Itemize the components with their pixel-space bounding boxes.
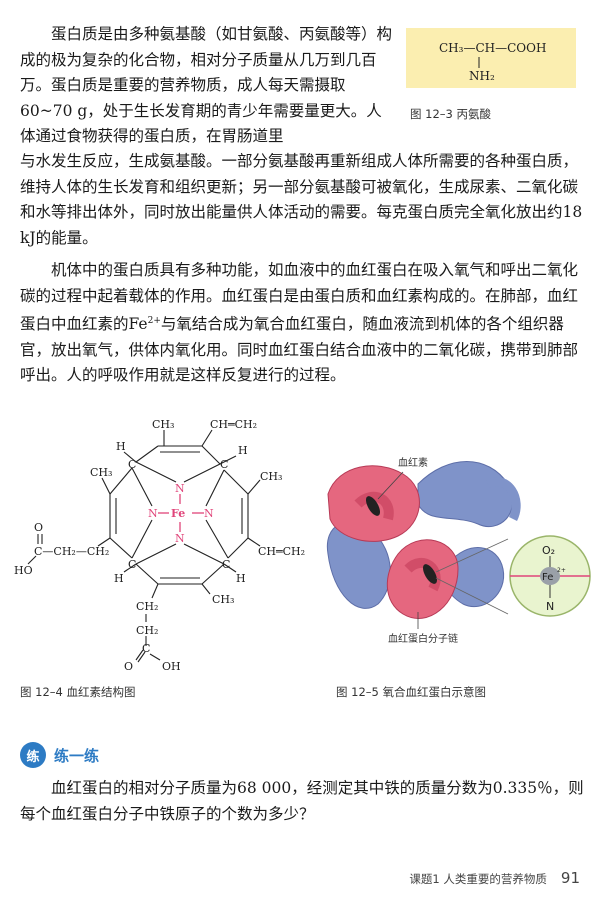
label-vinyl-right: CH═CH₂ xyxy=(258,545,305,558)
alanine-formula-top: CH₃—CH—COOH xyxy=(439,41,546,55)
fig4-caption: 图 12–4 血红素结构图 xyxy=(20,685,136,699)
paragraph-hemoglobin: 机体中的蛋白质具有多种功能，如血液中的血红蛋白在吸入氧气和呼出二氧化碳的过程中起… xyxy=(20,258,590,389)
page-footer: 课题1 人类重要的营养物质 91 xyxy=(409,869,580,887)
label-c-acid: C xyxy=(142,642,150,655)
label-h-bottomright: H xyxy=(236,572,246,585)
exercise-question: 血红蛋白的相对分子质量为68 000，经测定其中铁的质量分数为0.335％，则每… xyxy=(20,779,584,823)
label-c-bottomright: C xyxy=(222,558,230,571)
label-fe-charge: 2+ xyxy=(557,567,566,574)
alanine-formula-amine: NH₂ xyxy=(469,69,495,83)
label-o-left: O xyxy=(34,521,43,534)
label-n-right: N xyxy=(204,507,214,520)
label-ch2-a: CH₂ xyxy=(136,600,158,613)
heme-bonds xyxy=(27,429,261,663)
heme-disks xyxy=(366,496,437,584)
fe-atom xyxy=(540,567,560,585)
zoom-line-top xyxy=(435,538,509,573)
label-n-top: N xyxy=(175,482,185,495)
fig5-caption: 图 12–5 氧合血红蛋白示意图 xyxy=(336,685,487,699)
paragraph-hemoglobin-pre: 机体中的蛋白质具有多种功能，如血液中的血红蛋白在吸入氧气和呼出二氧化碳的过程中起… xyxy=(20,261,579,334)
hb-blue-chains xyxy=(326,461,521,609)
alanine-structure: CH₃—CH—COOH NH₂ xyxy=(439,41,546,83)
paragraph-protein-intro-cont: 与水发生反应，生成氨基酸。一部分氨基酸再重新组成人体所需要的各种蛋白质，维持人体… xyxy=(20,152,583,247)
label-ch2-b: CH₂ xyxy=(136,624,158,637)
label-fe: Fe xyxy=(171,507,185,520)
paragraph-protein-intro: 蛋白质是由多种氨基酸（如甘氨酸、丙氨酸等）构成的极为复杂的化合物，相对分子质量从… xyxy=(20,25,393,145)
page-number: 91 xyxy=(560,869,580,887)
label-n-left: N xyxy=(148,507,158,520)
label-heme: 血红素 xyxy=(398,456,428,469)
label-vinyl-top: CH═CH₂ xyxy=(210,418,257,431)
exercise-title: 练一练 xyxy=(54,746,100,765)
label-fe-zoom: Fe xyxy=(542,572,553,583)
label-acid-chain: C—CH₂—CH₂ xyxy=(34,545,109,558)
label-ch3-right: CH₃ xyxy=(260,470,282,483)
exercise-header: 练 练一练 xyxy=(20,742,99,768)
paragraph-hemoglobin-post: 与氧结合成为氧合血红蛋白，随血液流到机体的各个组织器官，放出氧气，供体内氧化用。… xyxy=(20,315,579,385)
fe-coordination-bonds xyxy=(158,494,204,532)
label-c-topright: C xyxy=(220,458,228,471)
label-oh-bottom: OH xyxy=(162,660,181,673)
label-n-zoom: N xyxy=(546,600,554,613)
label-h-topleft: H xyxy=(116,440,126,453)
alanine-formula-box: CH₃—CH—COOH NH₂ xyxy=(406,28,576,88)
exercise-icon: 练 xyxy=(20,742,46,768)
label-h-topright: H xyxy=(238,444,248,457)
label-ch3-top: CH₃ xyxy=(152,418,174,431)
heme-structure-diagram: CH₃ CH═CH₂ H H CH₃ CH₃ C C N N Fe N N O … xyxy=(14,418,305,673)
zoom-line-bottom xyxy=(435,577,509,615)
fe-charge-sup: 2+ xyxy=(147,316,161,326)
label-ho-left: HO xyxy=(14,564,33,577)
label-ch3-left: CH₃ xyxy=(90,466,112,479)
label-ch3-bottom: CH₃ xyxy=(212,593,234,606)
fig3-caption: 图 12–3 丙氨酸 xyxy=(410,107,492,121)
footer-section: 课题1 人类重要的营养物质 xyxy=(409,872,547,886)
oxyhemoglobin-diagram: 血红素 血红蛋白分子链 O₂ Fe 2+ N xyxy=(326,456,591,645)
label-chain: 血红蛋白分子链 xyxy=(388,632,458,645)
label-h-bottomleft: H xyxy=(114,572,124,585)
heme-pointer xyxy=(377,471,404,500)
label-c-topleft: C xyxy=(128,458,136,471)
label-o-bottom: O xyxy=(124,660,133,673)
label-n-bottom: N xyxy=(175,532,185,545)
label-c-bottomleft: C xyxy=(128,558,136,571)
label-o2: O₂ xyxy=(542,544,555,557)
